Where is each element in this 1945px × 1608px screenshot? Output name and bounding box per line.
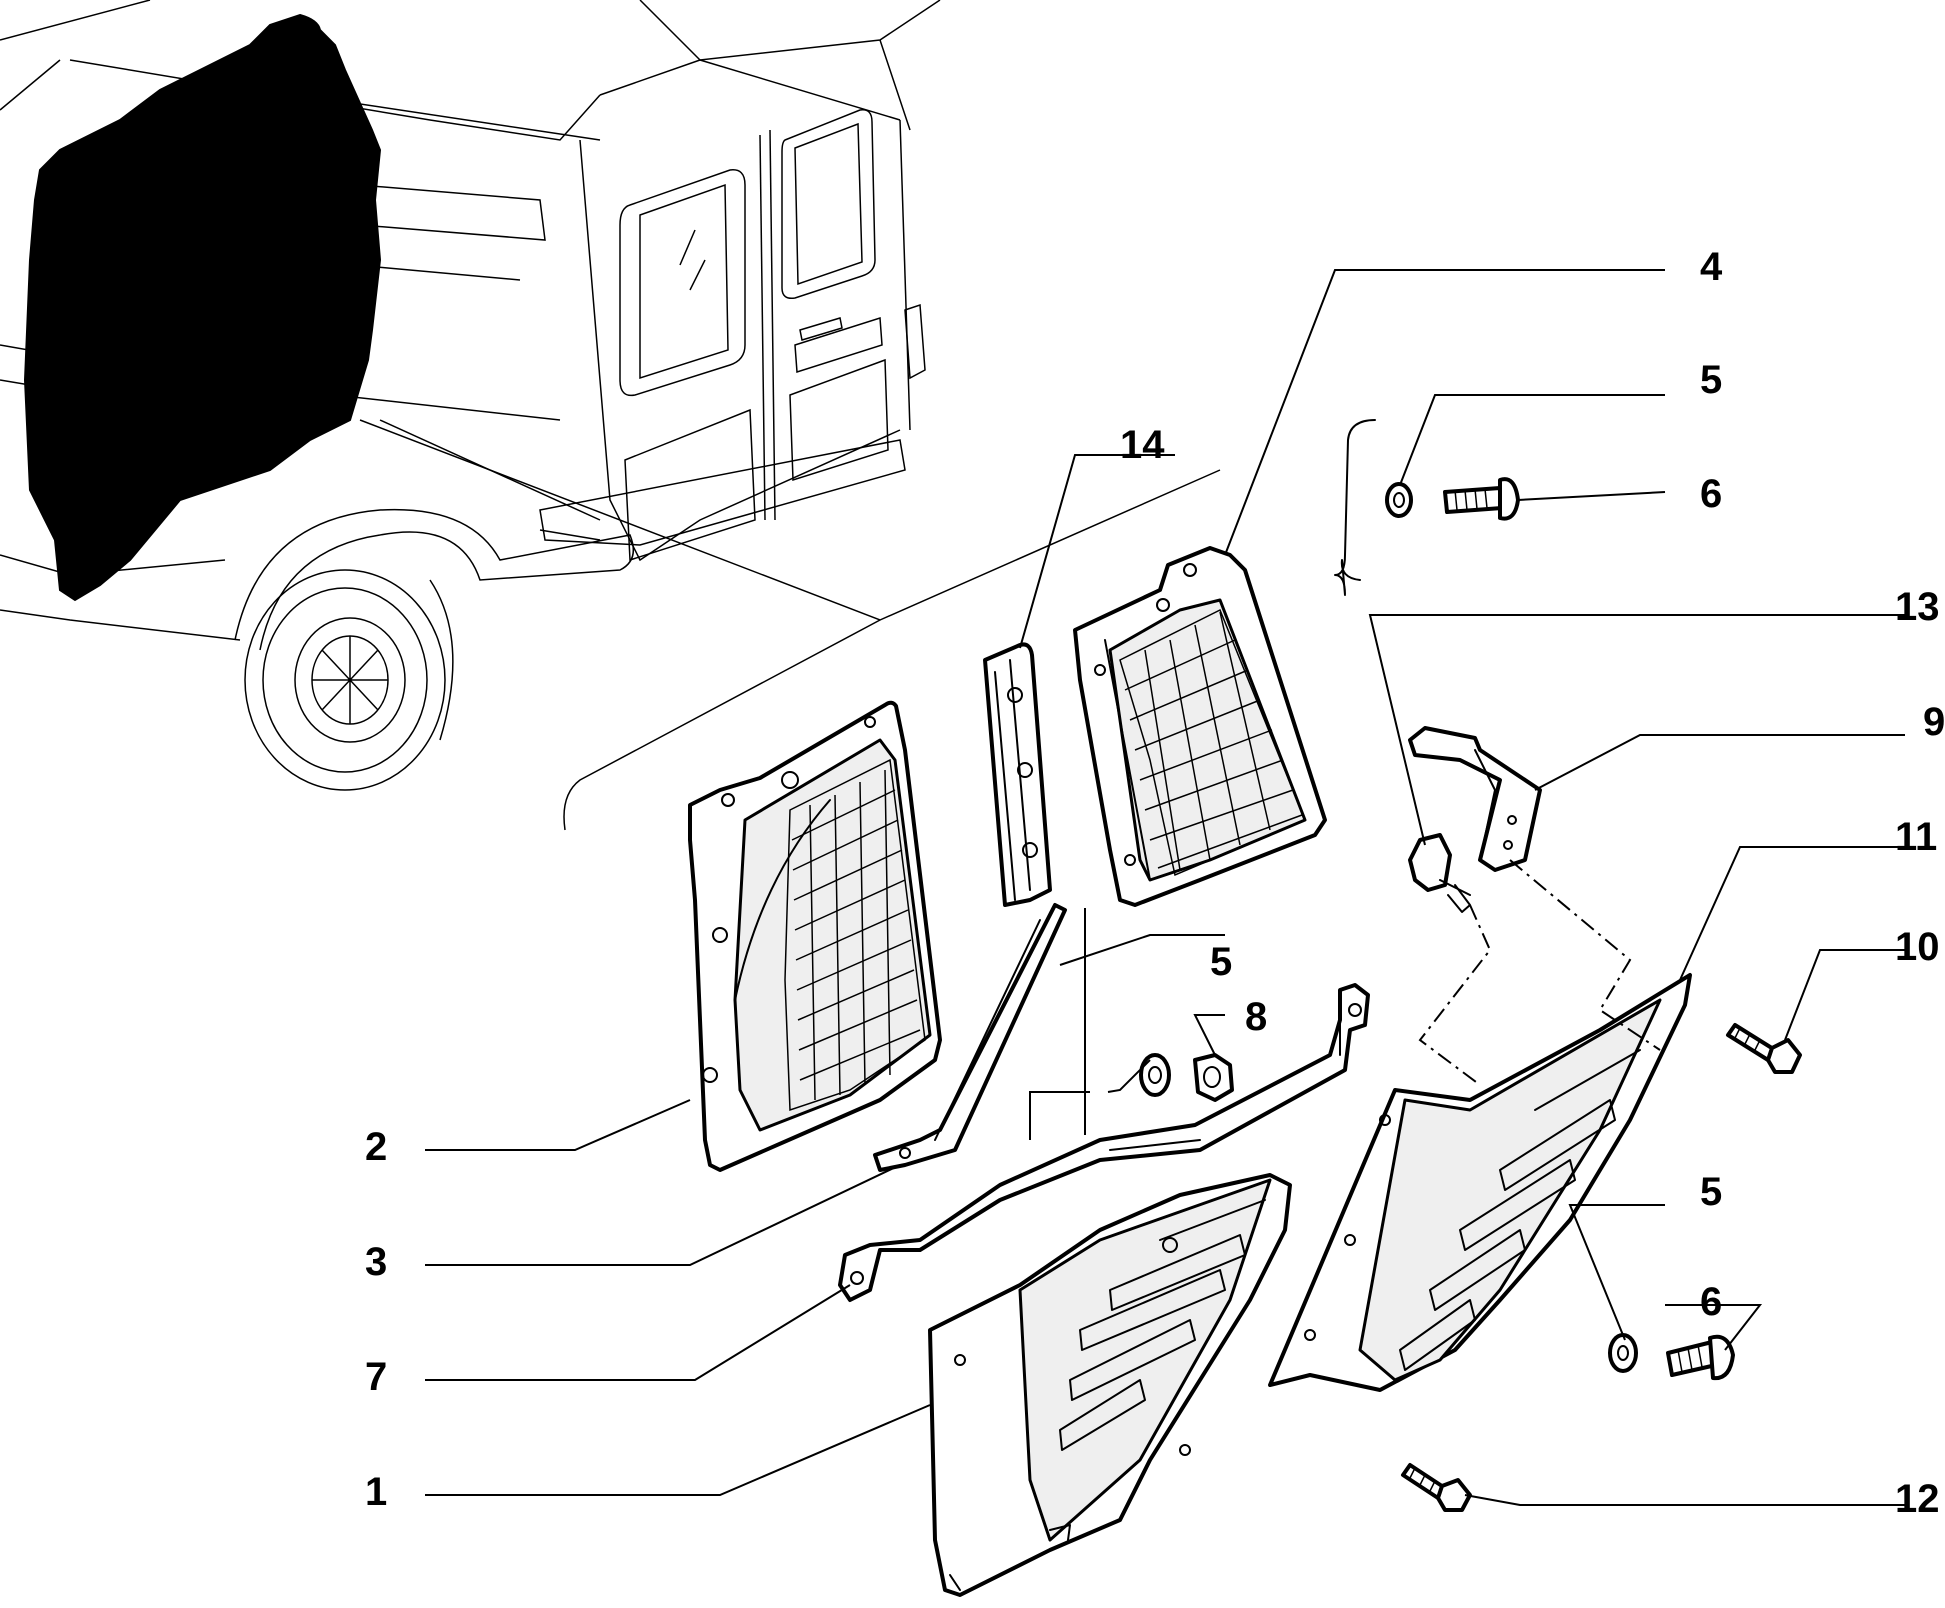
part-7-rod xyxy=(838,983,1370,1302)
van-illustration xyxy=(0,0,1221,831)
callout-11: 11 xyxy=(1895,815,1937,859)
part-14-upright-strip xyxy=(983,642,1052,907)
partition-panel-silhouette xyxy=(23,13,382,602)
callout-1: 1 xyxy=(365,1470,387,1514)
nut-8 xyxy=(1193,1053,1234,1102)
assembly-lines xyxy=(1418,859,1661,1086)
washer-5-top xyxy=(1385,482,1413,518)
bolt-10 xyxy=(1726,1023,1802,1074)
callout-6-top: 6 xyxy=(1700,472,1722,516)
part-4-mesh xyxy=(1119,608,1306,877)
callout-8: 8 xyxy=(1245,995,1267,1039)
callout-9: 9 xyxy=(1923,700,1945,744)
bolt-12 xyxy=(1401,1463,1472,1512)
washer-5-middle xyxy=(1139,1053,1171,1097)
callout-5-lower: 5 xyxy=(1700,1170,1722,1214)
bolt-6-top xyxy=(1443,477,1520,521)
washer-5-lower xyxy=(1608,1333,1638,1373)
callout-7: 7 xyxy=(365,1355,387,1399)
part-1-lower-panel xyxy=(928,1173,1292,1597)
callout-12: 12 xyxy=(1895,1477,1940,1521)
callout-2: 2 xyxy=(365,1125,387,1169)
part-9-bent-bracket xyxy=(1408,726,1542,872)
callout-5-middle: 5 xyxy=(1210,940,1232,984)
leader-lines xyxy=(425,269,1905,1506)
callout-6-lower: 6 xyxy=(1700,1280,1722,1324)
callout-labels: 1 2 3 4 5 5 5 6 6 7 8 9 10 11 12 13 14 xyxy=(365,245,1945,1521)
part-4-grille-panel xyxy=(1073,546,1327,907)
part-13-clip xyxy=(1408,833,1471,913)
part-3-bracket xyxy=(873,903,1067,1172)
callout-5-top: 5 xyxy=(1700,358,1722,402)
bolt-6-lower xyxy=(1666,1334,1735,1381)
part-11-lower-panel xyxy=(1268,973,1692,1392)
callout-4: 4 xyxy=(1700,245,1723,289)
part-2-grille-panel xyxy=(688,700,942,1172)
part-2-mesh xyxy=(784,758,926,1112)
callout-10: 10 xyxy=(1895,925,1940,969)
group-brace-5-6 xyxy=(1334,419,1376,596)
callout-3: 3 xyxy=(365,1240,387,1284)
callout-14: 14 xyxy=(1120,423,1165,467)
callout-13: 13 xyxy=(1895,585,1940,629)
